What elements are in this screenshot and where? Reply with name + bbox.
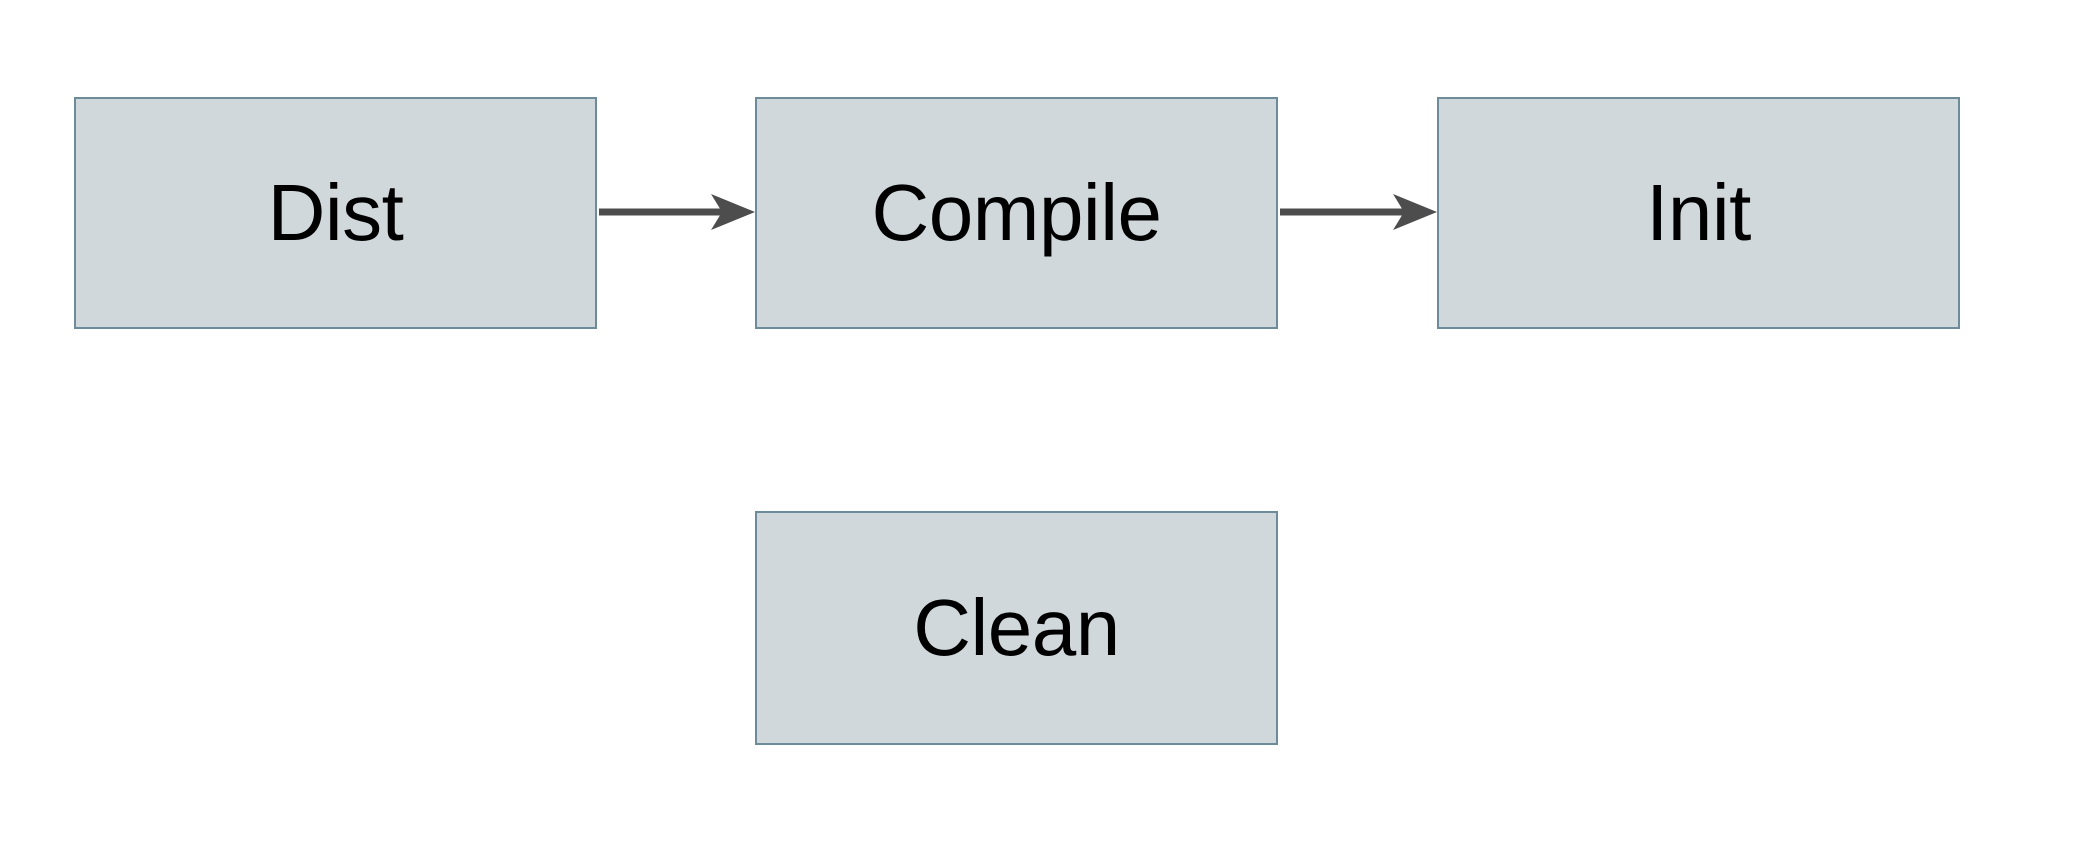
node-dist-label: Dist: [267, 168, 404, 257]
node-dist[interactable]: Dist: [74, 97, 597, 329]
edge-dist-to-compile: [599, 194, 755, 230]
node-clean[interactable]: Clean: [755, 511, 1278, 745]
node-init[interactable]: Init: [1437, 97, 1960, 329]
edge-compile-to-init: [1280, 194, 1437, 230]
node-compile-label: Compile: [871, 168, 1162, 257]
node-clean-label: Clean: [913, 583, 1120, 672]
node-init-label: Init: [1646, 168, 1751, 257]
node-compile[interactable]: Compile: [755, 97, 1278, 329]
